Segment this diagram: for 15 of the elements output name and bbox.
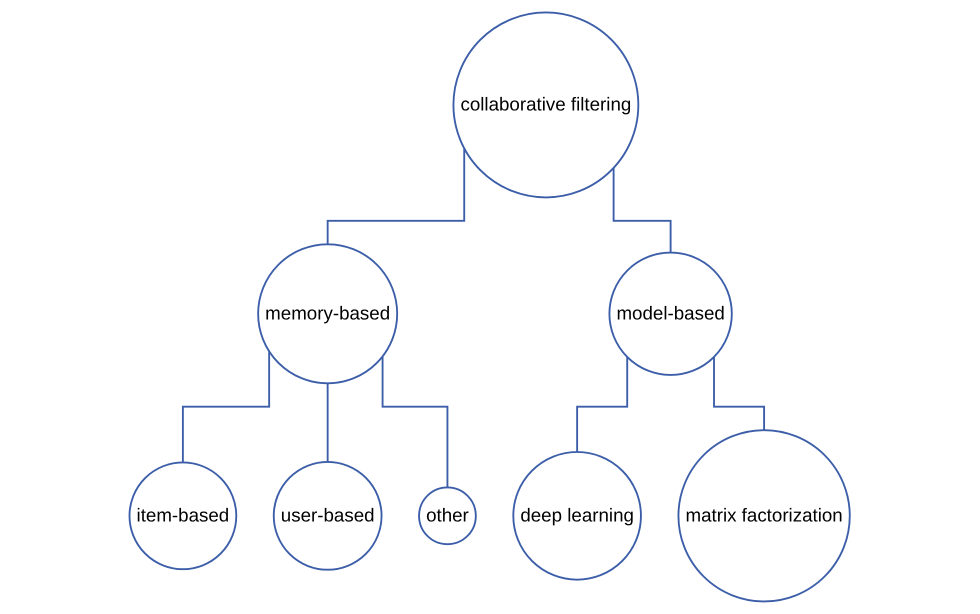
connector [713,356,766,432]
node-circle: other [418,486,478,546]
connector [327,148,466,246]
connector [382,356,449,488]
node-circle: user-based [273,460,383,571]
node-circle: item-based [128,462,238,570]
node-circle: deep learning [512,451,642,581]
node-circle: memory-based [258,243,398,384]
node-circle: model-based [608,252,734,376]
node-circle: collaborative filtering [452,12,640,198]
connector [327,383,329,463]
connector [576,356,629,453]
connector [613,168,672,254]
connector [182,351,270,464]
node-circle: matrix factorization [678,429,852,602]
